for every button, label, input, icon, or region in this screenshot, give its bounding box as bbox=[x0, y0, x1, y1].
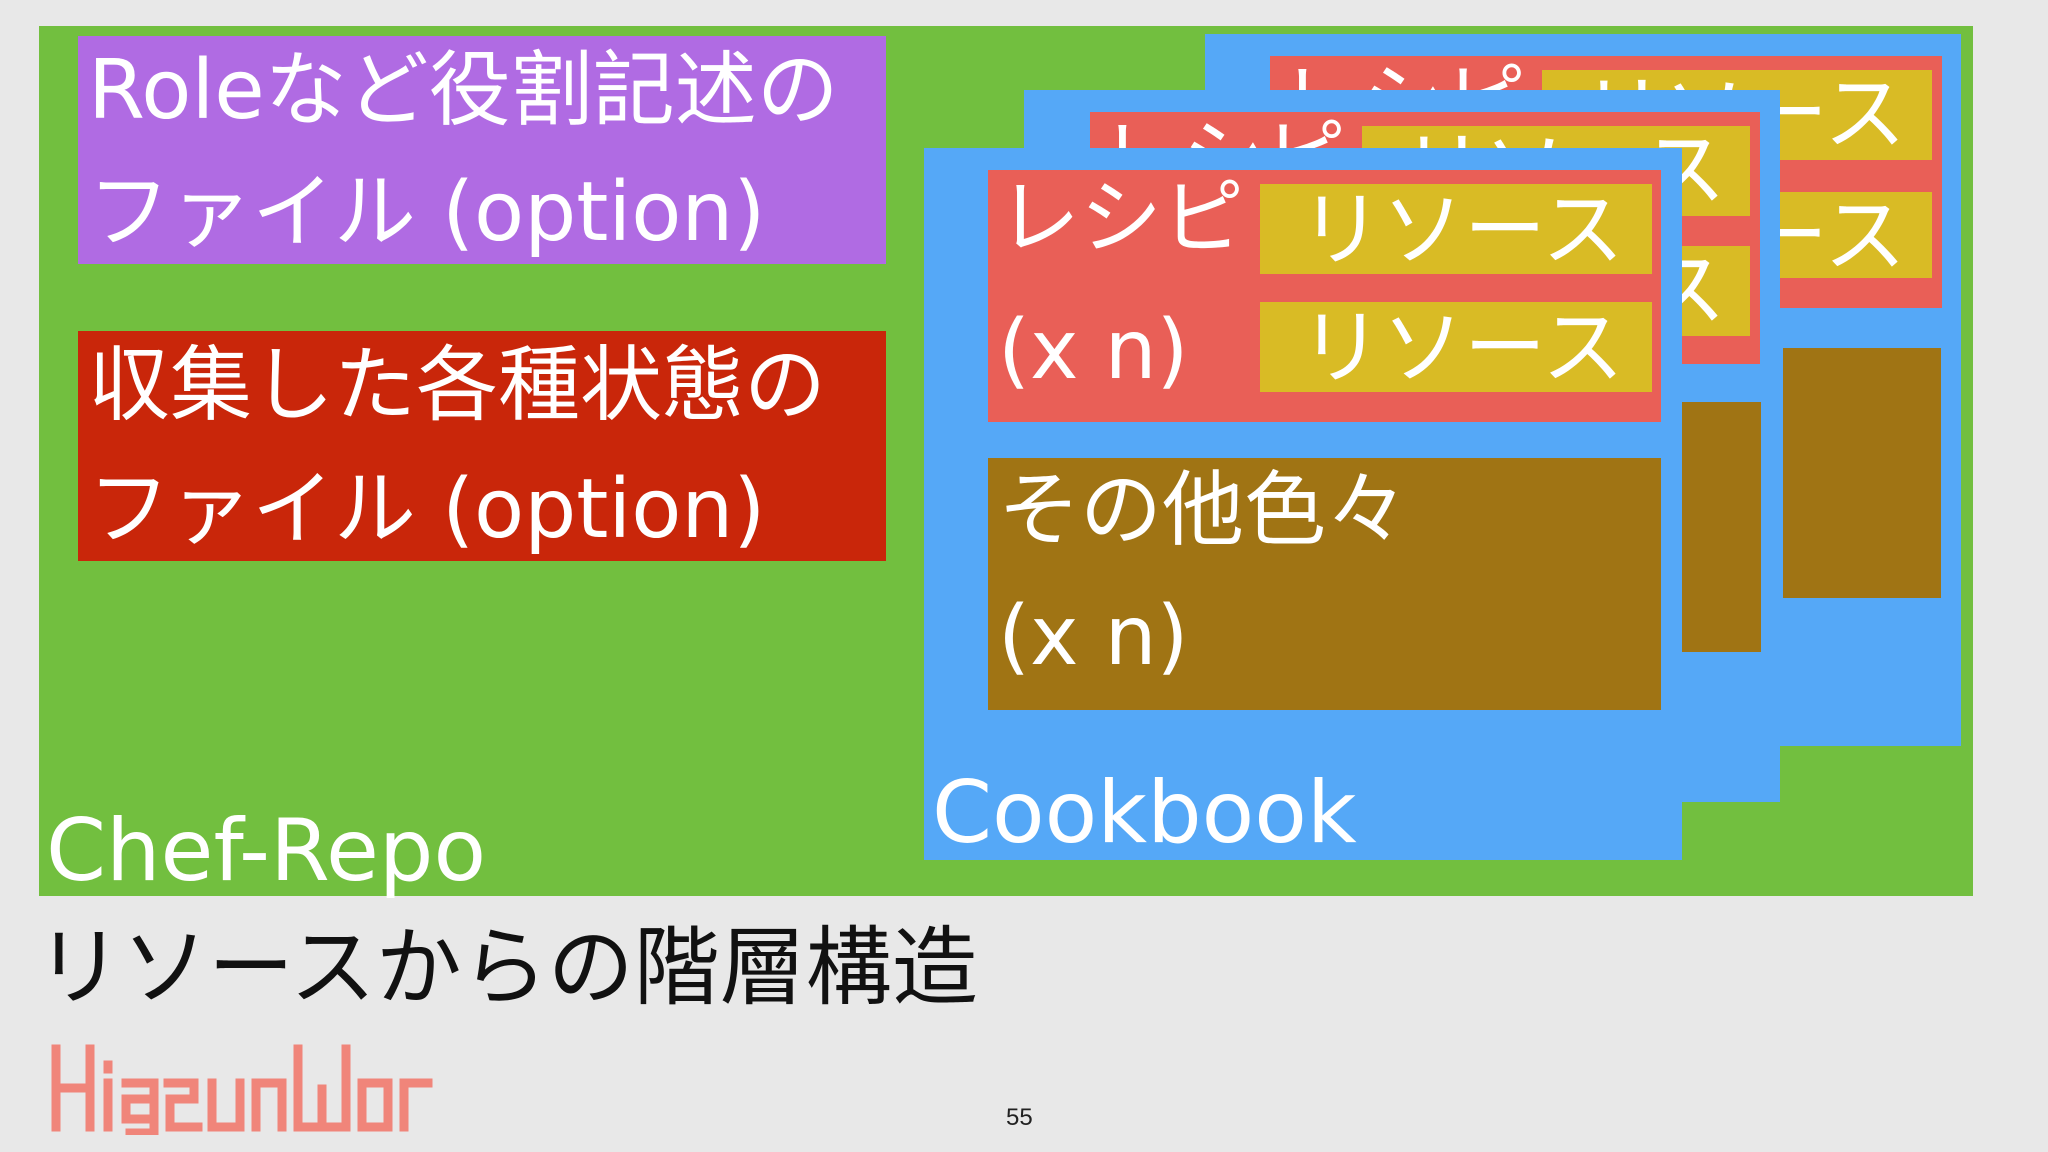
state-box-line2: ファイル (option) bbox=[88, 462, 766, 557]
role-files-box: Roleなど役割記述の ファイル (option) bbox=[78, 36, 886, 264]
resource-box-2: リソース bbox=[1260, 302, 1652, 392]
cookbook-label: Cookbook bbox=[932, 763, 1357, 863]
state-files-box: 収集した各種状態の ファイル (option) bbox=[78, 331, 886, 561]
higashiworks-logo bbox=[51, 1044, 433, 1135]
chef-repo-label: Chef-Repo bbox=[46, 801, 487, 901]
resource-box-1: リソース bbox=[1260, 184, 1652, 274]
recipe-label: レシピ bbox=[998, 171, 1245, 266]
role-box-line1: Roleなど役割記述の bbox=[88, 43, 839, 138]
page-number: 55 bbox=[1006, 1104, 1033, 1131]
other-count: (x n) bbox=[998, 589, 1189, 684]
slide-title: リソースからの階層構造 bbox=[36, 918, 978, 1018]
recipe-count: (x n) bbox=[998, 303, 1189, 398]
state-box-line1: 収集した各種状態の bbox=[88, 338, 827, 433]
resource-2-label: リソース bbox=[1300, 301, 1624, 396]
resource-1-label: リソース bbox=[1300, 183, 1624, 278]
role-box-line2: ファイル (option) bbox=[88, 165, 766, 260]
other-back bbox=[1783, 348, 1941, 598]
other-files-box: その他色々 (x n) bbox=[988, 458, 1661, 710]
other-label: その他色々 bbox=[998, 463, 1409, 558]
